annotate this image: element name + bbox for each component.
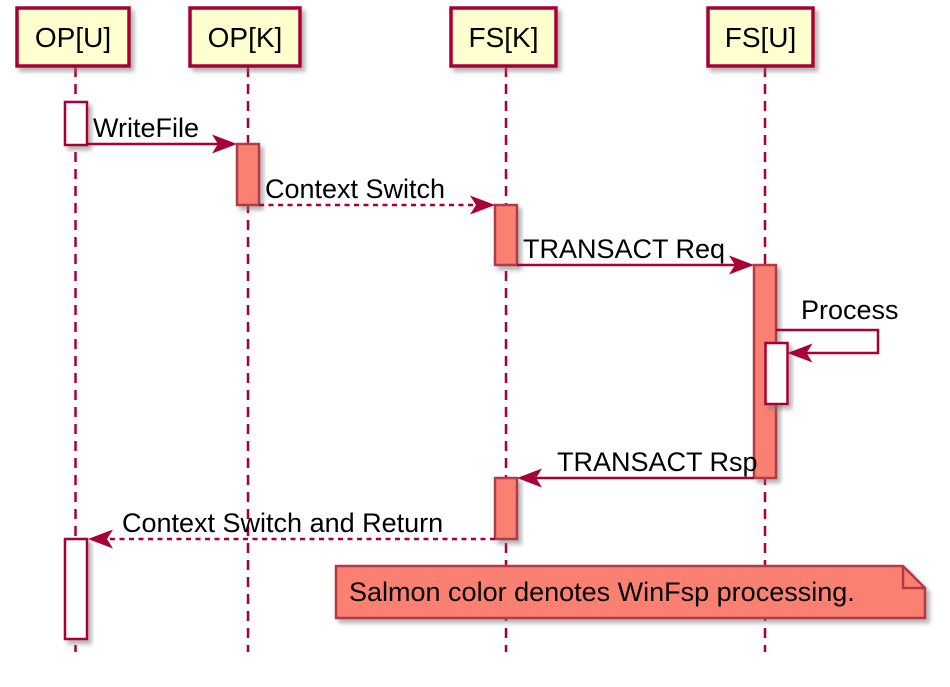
message-transact-req-label: TRANSACT Req (523, 234, 725, 264)
message-process-arrowhead (787, 343, 813, 363)
note-fold-corner-icon (901, 566, 925, 590)
note-box (334, 564, 927, 620)
message-process-loop-line (776, 328, 880, 355)
message-context-switch-arrowhead (470, 195, 495, 215)
activation-fs-u-nested (764, 341, 789, 406)
note-text: Salmon color denotes WinFsp processing. (349, 577, 855, 607)
participant-label-fs-k: FS[K] (468, 22, 538, 53)
participant-box-fs-u (706, 6, 815, 68)
message-process: Process (776, 295, 899, 363)
participant-fs-k: FS[K] (449, 6, 558, 68)
message-context-switch-return-label: Context Switch and Return (122, 508, 443, 538)
participant-box-op-u (15, 6, 131, 68)
message-transact-rsp-arrowhead (517, 468, 542, 488)
activation-op-u-2 (63, 537, 89, 641)
participant-box-op-k (188, 6, 302, 68)
participant-label-op-k: OP[K] (208, 22, 283, 53)
message-transact-rsp: TRANSACT Rsp (517, 447, 758, 488)
activation-fs-k-2 (493, 476, 519, 541)
message-transact-req: TRANSACT Req (517, 234, 754, 275)
participant-op-k: OP[K] (188, 6, 302, 68)
message-context-switch: Context Switch (259, 174, 495, 215)
activation-fs-k-1 (493, 203, 519, 267)
message-context-switch-label: Context Switch (265, 174, 445, 204)
message-writefile: WriteFile (87, 113, 237, 154)
message-writefile-label: WriteFile (93, 113, 199, 143)
activation-op-u-1 (63, 100, 89, 147)
message-context-switch-return-arrowhead (88, 529, 113, 549)
participant-box-fs-k (449, 6, 558, 68)
note-salmon: Salmon color denotes WinFsp processing. (334, 564, 927, 620)
participant-label-fs-u: FS[U] (725, 22, 797, 53)
participant-label-op-u: OP[U] (35, 22, 111, 53)
message-context-switch-return: Context Switch and Return (88, 508, 495, 549)
message-process-label: Process (801, 295, 899, 325)
message-transact-rsp-label: TRANSACT Rsp (557, 447, 758, 477)
participant-fs-u: FS[U] (706, 6, 815, 68)
message-writefile-arrowhead (212, 134, 237, 154)
participant-op-u: OP[U] (15, 6, 131, 68)
message-transact-req-arrowhead (729, 255, 754, 275)
activation-op-k (235, 142, 261, 207)
